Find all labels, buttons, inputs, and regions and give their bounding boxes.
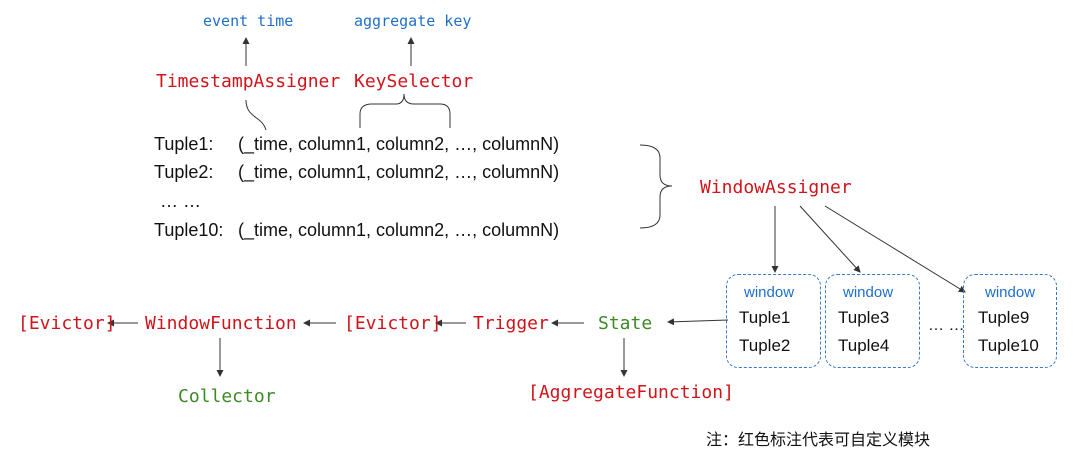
tuple-row-ellipsis: … … (160, 191, 202, 211)
window-2-item-1: Tuple3 (838, 308, 890, 327)
window-2-label: window (843, 284, 894, 301)
line-to-window-3 (824, 205, 966, 293)
timestamp-assigner-label: TimestampAssigner (156, 71, 341, 92)
tuple-row-2-fields: (_time, column1, column2, …, columnN) (238, 162, 560, 182)
window-3-label: window (985, 284, 1036, 301)
tuple-row-10-name: Tuple10: (154, 220, 224, 240)
tuple-row-1-name: Tuple1: (154, 134, 214, 154)
tuple-row-10-fields: (_time, column1, column2, …, columnN) (238, 220, 560, 240)
legend-note: 注：红色标注代表可自定义模块 (706, 430, 931, 449)
evictor-left-label: [Evictor] (18, 313, 116, 334)
window-1-item-1: Tuple1 (739, 308, 791, 327)
event-time-annotation: event time (203, 12, 294, 30)
time-curve (245, 99, 267, 131)
window-function-label: WindowFunction (145, 313, 297, 334)
window-box-1: window Tuple1 Tuple2 (726, 274, 821, 368)
windows-ellipsis: … … (928, 317, 965, 334)
tuples-brace (639, 144, 673, 229)
tuple-row-2-name: Tuple2: (154, 162, 214, 182)
window-1-label: window (744, 284, 795, 301)
arrow-windows-to-state (667, 318, 729, 326)
state-label: State (598, 313, 653, 334)
window-assigner-label: WindowAssigner (700, 177, 852, 198)
window-box-2: window Tuple3 Tuple4 (825, 274, 920, 368)
window-3-item-1: Tuple9 (978, 308, 1030, 327)
line-to-window-2 (799, 205, 861, 273)
trigger-label: Trigger (473, 313, 549, 334)
window-1-item-2: Tuple2 (739, 336, 791, 355)
aggregate-key-annotation: aggregate key (354, 12, 472, 30)
aggregate-function-label: [AggregateFunction] (528, 382, 734, 403)
window-3-item-2: Tuple10 (978, 336, 1039, 355)
tuple-row-1-fields: (_time, column1, column2, …, columnN) (238, 134, 560, 154)
key-selector-label: KeySelector (354, 71, 474, 92)
window-2-item-2: Tuple4 (838, 336, 890, 355)
key-brace (359, 93, 451, 128)
collector-label: Collector (178, 386, 276, 407)
evictor-mid-label: [Evictor] (344, 313, 442, 334)
window-box-3: window Tuple9 Tuple10 (963, 274, 1057, 368)
